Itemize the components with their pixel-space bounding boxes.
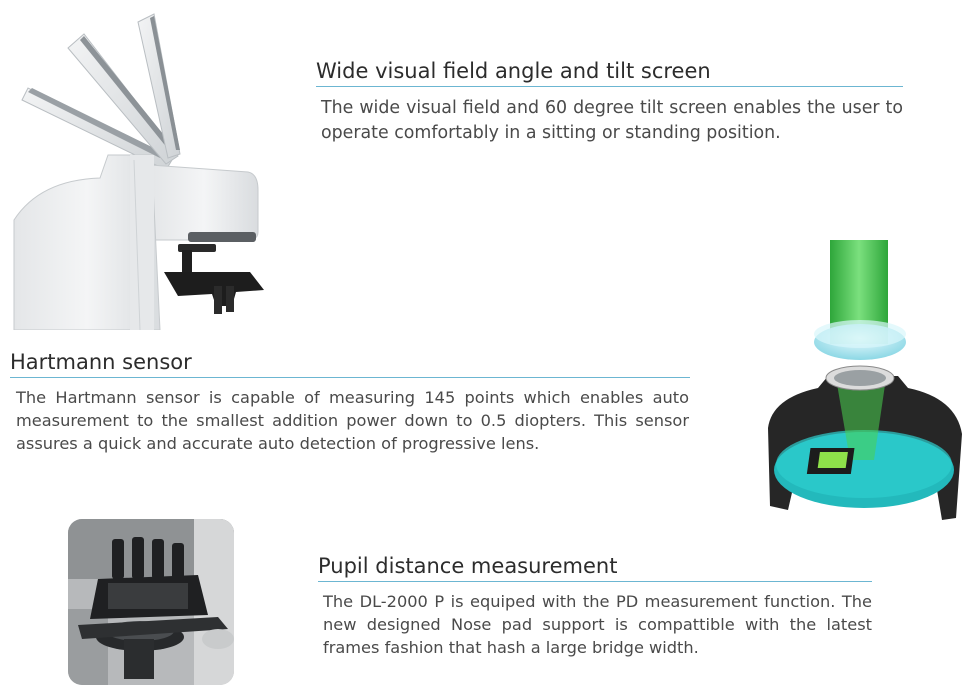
section-title-pupil-distance: Pupil distance measurement <box>318 553 872 582</box>
section-title-tilt-screen: Wide visual field angle and tilt screen <box>316 58 903 87</box>
lens-holder-mechanism <box>164 244 264 314</box>
pd-measurement-image <box>68 519 234 685</box>
section-text-pupil-distance: The DL-2000 P is equiped with the PD mea… <box>323 592 872 657</box>
section-text-tilt-screen: The wide visual field and 60 degree tilt… <box>321 98 903 143</box>
section-title-hartmann: Hartmann sensor <box>10 349 690 378</box>
section-text-hartmann: The Hartmann sensor is capable of measur… <box>16 388 689 453</box>
tilted-screen-upright <box>137 13 181 159</box>
lensmeter-device-image <box>13 13 264 330</box>
hartmann-sensor-image <box>768 240 962 520</box>
tilted-screen-mid <box>67 33 179 165</box>
